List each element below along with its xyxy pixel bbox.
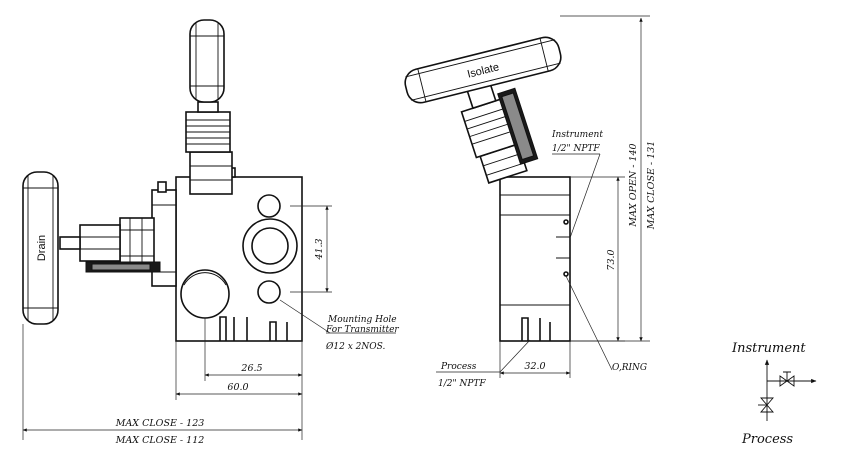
mounting-hole-note-1: Mounting Hole <box>327 315 397 325</box>
mounting-hole-upper <box>257 194 281 218</box>
dim-41-3: 41.3 <box>314 238 325 260</box>
mounting-hole-note-3: Ø12 x 2NOS. <box>325 341 385 352</box>
dim-26-5: 26.5 <box>240 363 262 374</box>
vertical-handle <box>189 19 225 103</box>
dim-60: 60.0 <box>227 382 248 393</box>
instrument-port-note-2: 1/2" NPTF <box>552 144 600 154</box>
instrument-port-note-1: Instrument <box>551 130 603 140</box>
center-bore-inner <box>251 227 289 265</box>
center-bore-outer <box>242 218 298 274</box>
schematic-vent-valve <box>779 375 795 387</box>
schematic-process-label: Process <box>741 432 793 447</box>
drain-handle <box>22 171 59 325</box>
oring-note: O,RING <box>612 363 647 373</box>
schematic-isolate-valve <box>760 397 774 413</box>
dim-73: 73.0 <box>606 249 617 270</box>
valve-schematic: Instrument Process <box>731 341 817 447</box>
top-nut <box>189 151 233 195</box>
schematic-instrument-label: Instrument <box>731 341 806 356</box>
manifold-block <box>175 176 303 342</box>
max-close-131: MAX CLOSE - 131 <box>646 141 657 231</box>
max-open-140: MAX OPEN - 140 <box>628 143 639 227</box>
drain-label: Drain <box>36 235 48 261</box>
process-port-note-2: 1/2" NPTF <box>438 379 486 389</box>
mounting-hole-note-2: For Transmitter <box>325 325 399 335</box>
isolate-handle <box>404 36 562 104</box>
side-view: Isolate Instrument 1/2" NPTF 73.0 MAX OP… <box>404 15 657 389</box>
mounting-hole-lower <box>257 280 281 304</box>
max-close-123: MAX CLOSE - 123 <box>115 418 205 429</box>
front-view: Drain 41.3 Mounting Hole For Transmitter… <box>22 19 399 446</box>
side-block <box>499 176 571 342</box>
process-port-note-1: Process <box>440 362 477 372</box>
dim-32: 32.0 <box>524 361 545 372</box>
max-close-112: MAX CLOSE - 112 <box>115 435 205 446</box>
